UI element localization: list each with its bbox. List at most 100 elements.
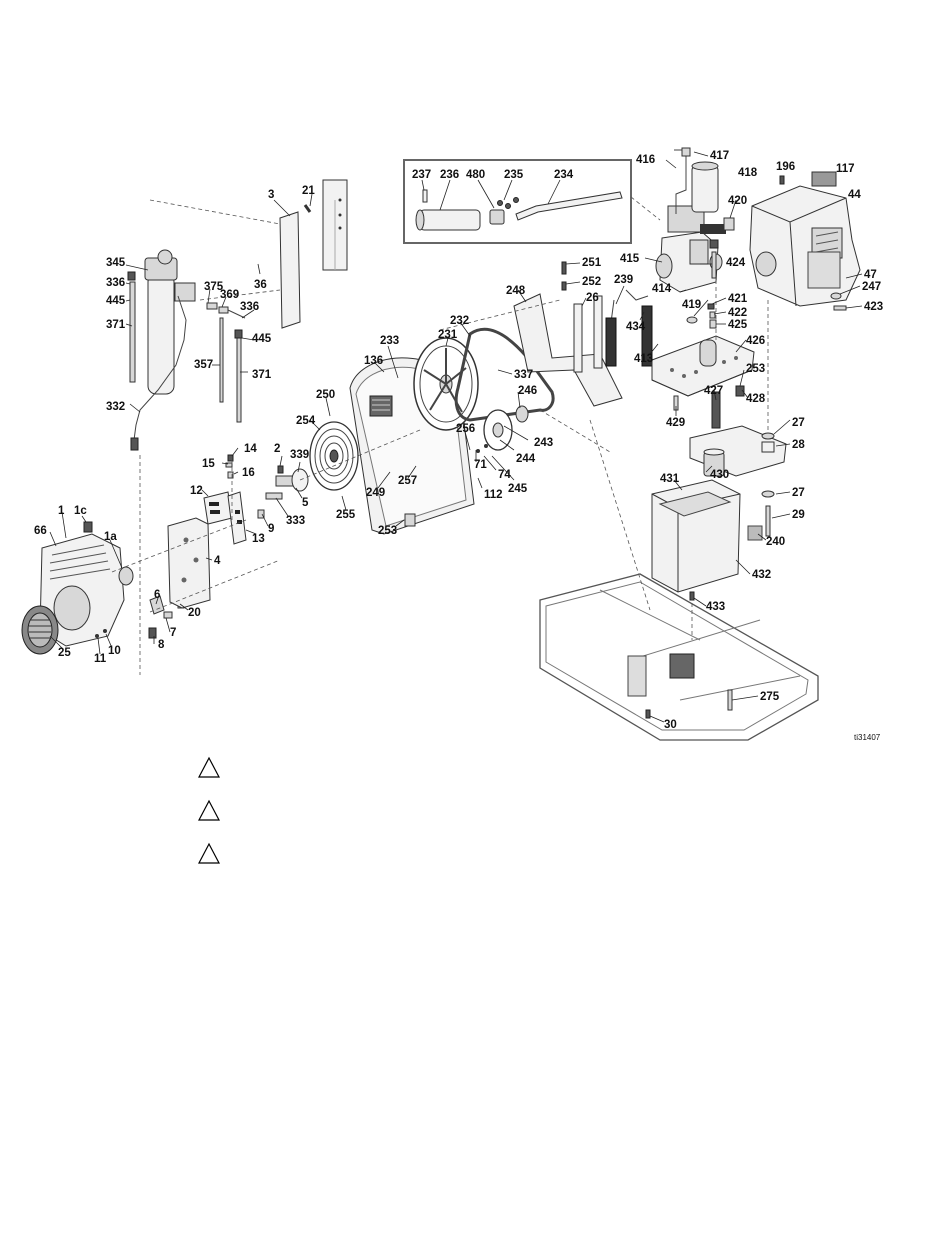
callout-29: 29 <box>792 509 805 521</box>
callout-430: 430 <box>710 469 729 481</box>
callout-424: 424 <box>726 257 746 269</box>
callout-434: 434 <box>626 321 646 333</box>
pulley-243 <box>476 405 529 453</box>
callout-414: 414 <box>652 283 672 295</box>
callout-428: 428 <box>746 393 766 405</box>
callout-339: 339 <box>290 449 309 461</box>
plate-4 <box>167 517 211 609</box>
bracket-3 <box>279 211 301 329</box>
callout-246: 246 <box>518 385 537 397</box>
callout-2: 2 <box>274 443 280 455</box>
callout-15: 15 <box>202 458 215 470</box>
warning-triangle-icon-1 <box>198 756 220 778</box>
callout-11: 11 <box>94 653 107 665</box>
screw-196 <box>779 175 785 185</box>
callout-250: 250 <box>316 389 335 401</box>
callout-10: 10 <box>108 645 121 657</box>
callout-27: 27 <box>792 417 805 429</box>
callout-369: 369 <box>220 289 239 301</box>
washers-27 <box>761 432 775 537</box>
callout-413: 413 <box>634 353 653 365</box>
callout-418: 418 <box>738 167 758 179</box>
callout-357: 357 <box>194 359 213 371</box>
small-bolts <box>225 454 284 519</box>
callout-7: 7 <box>170 627 176 639</box>
knob-253 <box>404 513 416 527</box>
callout-28: 28 <box>792 439 805 451</box>
callout-420: 420 <box>728 195 747 207</box>
manifold-426 <box>651 335 755 397</box>
callout-333: 333 <box>286 515 305 527</box>
leader-lines <box>49 151 863 723</box>
small-parts-419-425 <box>686 303 717 329</box>
callout-431: 431 <box>660 473 680 485</box>
callout-1c: 1c <box>74 505 87 517</box>
filter-418 <box>691 161 719 213</box>
rods-357-371 <box>219 317 243 423</box>
flywheel-231 <box>413 337 479 431</box>
figure-code: ti31407 <box>854 733 881 742</box>
callout-26: 26 <box>586 292 599 304</box>
callout-433: 433 <box>706 601 725 613</box>
filter-430 <box>703 448 725 477</box>
callout-332: 332 <box>106 401 125 413</box>
callout-20: 20 <box>188 607 201 619</box>
inset-tube-236 <box>415 209 481 231</box>
callout-432: 432 <box>752 569 771 581</box>
callout-243: 243 <box>534 437 553 449</box>
filter-assembly <box>127 249 196 451</box>
callout-1: 1 <box>58 505 65 517</box>
callout-16: 16 <box>242 467 255 479</box>
callout-237: 237 <box>412 169 431 181</box>
guide-lines <box>111 199 769 675</box>
inset-screws-235 <box>497 197 519 209</box>
label-240 <box>747 525 763 541</box>
callout-423: 423 <box>864 301 883 313</box>
callout-429: 429 <box>666 417 685 429</box>
post-21 <box>303 179 348 271</box>
reservoir-432 <box>651 479 741 593</box>
bushing-1a <box>118 566 134 586</box>
callout-375: 375 <box>204 281 224 293</box>
callout-371: 371 <box>106 319 126 331</box>
inset-fitting-480 <box>489 209 505 225</box>
belt-232 <box>454 327 555 422</box>
callout-253b: 253 <box>746 363 765 375</box>
callout-21: 21 <box>302 185 315 197</box>
spiral-guard-254 <box>309 421 359 491</box>
callout-415: 415 <box>620 253 640 265</box>
callout-480: 480 <box>466 169 485 181</box>
callout-421: 421 <box>728 293 748 305</box>
callout-244: 244 <box>516 453 536 465</box>
callout-371b: 371 <box>252 369 272 381</box>
fitting-1c <box>83 521 93 533</box>
callout-231: 231 <box>438 329 458 341</box>
callout-252: 252 <box>582 276 601 288</box>
callout-256: 256 <box>456 423 475 435</box>
uprights <box>561 261 603 373</box>
callout-336b: 336 <box>240 301 259 313</box>
callout-12: 12 <box>190 485 203 497</box>
label-117 <box>811 171 837 187</box>
cart-frame <box>539 573 819 741</box>
callout-425: 425 <box>728 319 748 331</box>
callouts: 237 236 480 235 234 416 417 418 196 117 … <box>34 150 883 731</box>
callout-253: 253 <box>378 525 397 537</box>
bracket-12-13 <box>203 491 247 545</box>
warning-triangle-icon-2 <box>198 799 220 821</box>
inset-pin-237 <box>422 189 428 203</box>
callout-427: 427 <box>704 385 723 397</box>
callout-1a: 1a <box>104 531 117 543</box>
callout-247: 247 <box>862 281 881 293</box>
callout-233: 233 <box>380 335 399 347</box>
callout-6: 6 <box>154 589 160 601</box>
callout-422: 422 <box>728 307 747 319</box>
callout-236: 236 <box>440 169 459 181</box>
callout-257: 257 <box>398 475 417 487</box>
callout-445b: 445 <box>252 333 272 345</box>
callout-9: 9 <box>268 523 274 535</box>
callout-136: 136 <box>364 355 383 367</box>
callout-30: 30 <box>664 719 677 731</box>
callout-8: 8 <box>158 639 165 651</box>
